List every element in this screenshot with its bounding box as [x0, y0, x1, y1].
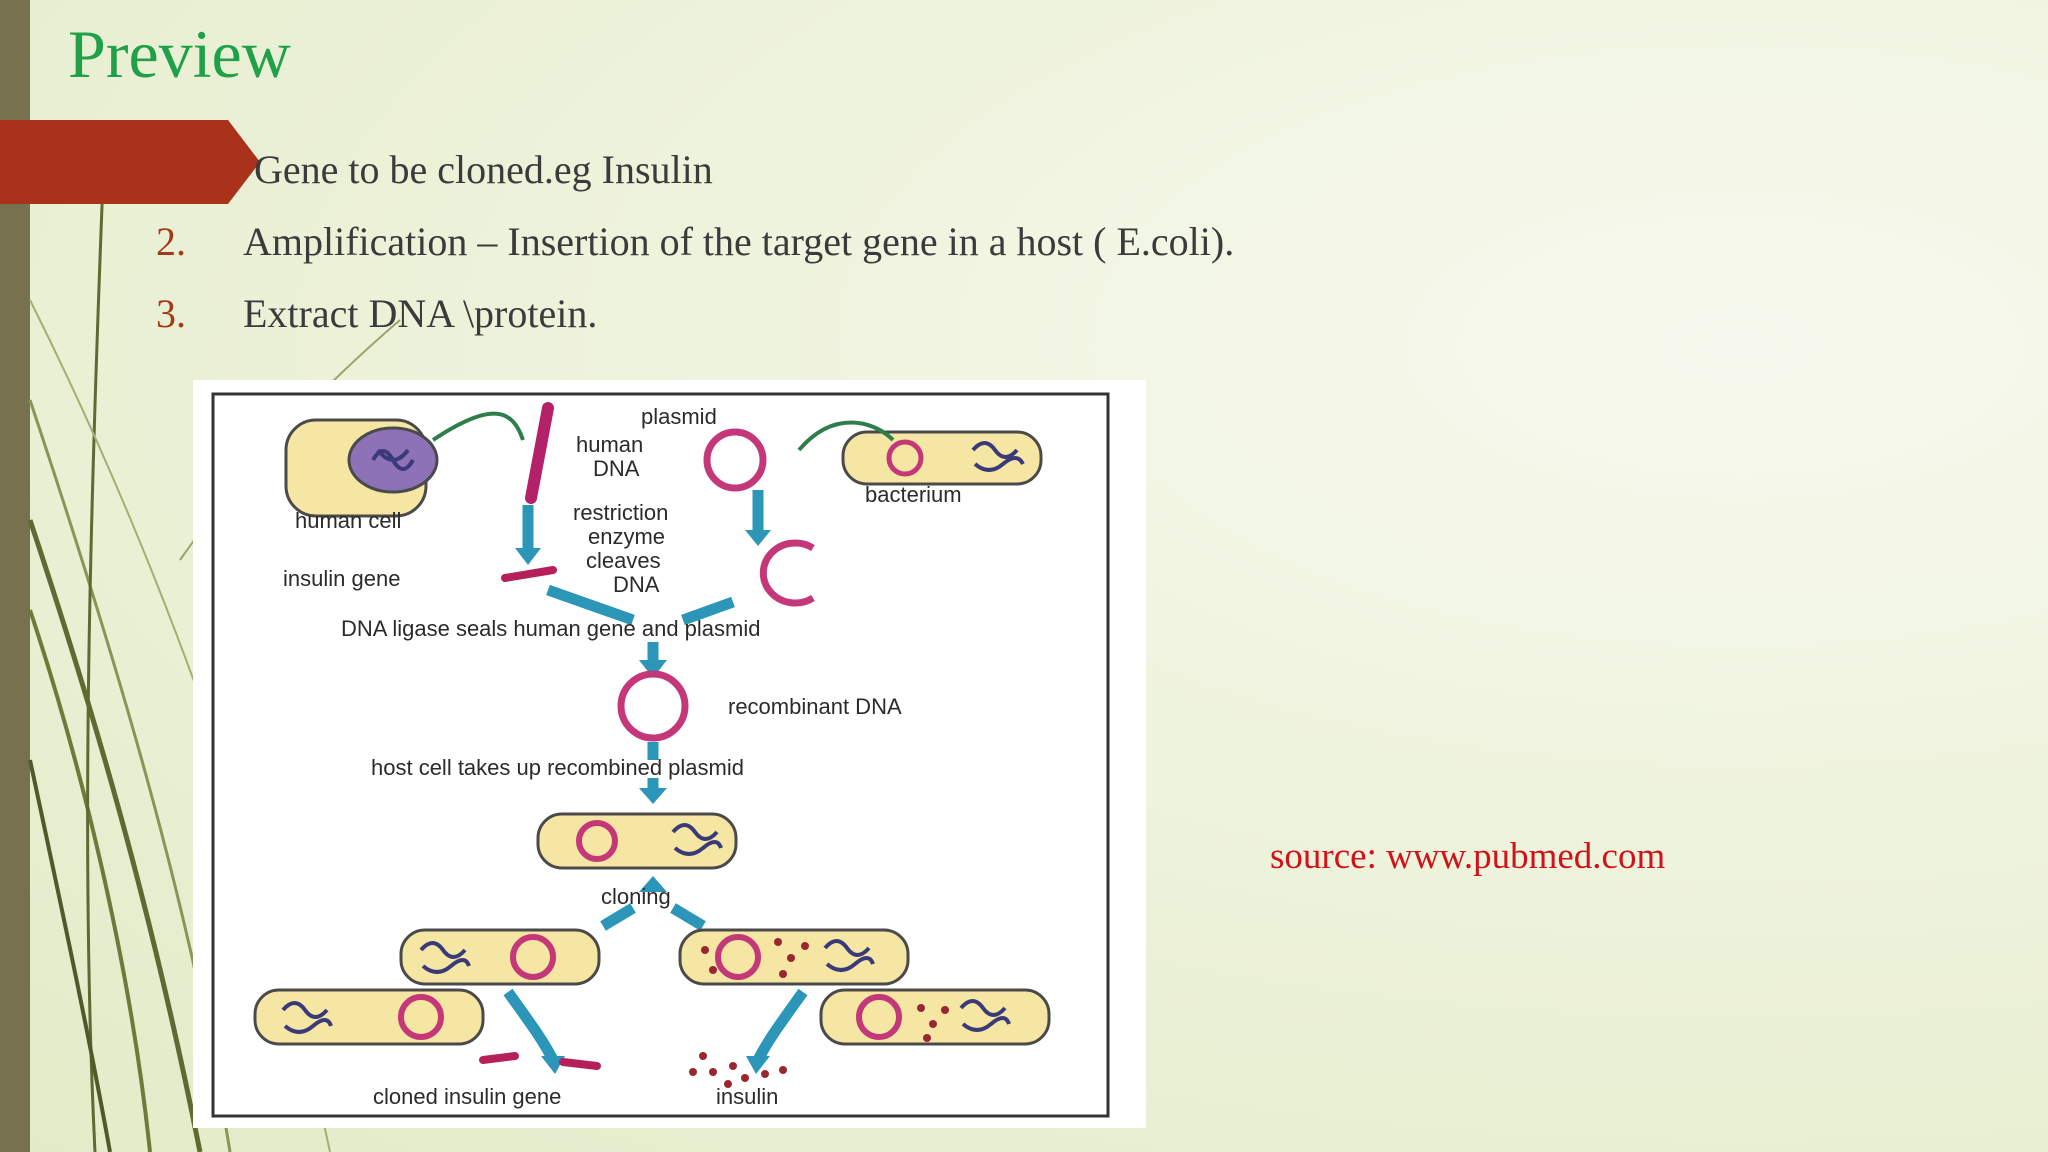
- list-item-2: Amplification – Insertion of the target …: [243, 219, 1235, 264]
- gene-cloning-diagram: human cell human DNA plasmid bacterium r…: [193, 380, 1146, 1128]
- ribbon-marker: [0, 120, 260, 204]
- label-ligase: DNA ligase seals human gene and plasmid: [341, 616, 760, 641]
- plasmid-ring: [703, 428, 767, 492]
- label-host: host cell takes up recombined plasmid: [371, 755, 744, 780]
- chromosome-shape: [525, 402, 554, 504]
- label-insulin: insulin: [716, 1084, 778, 1109]
- label-human-dna: DNA: [593, 456, 640, 481]
- cut-plasmid: [759, 539, 815, 607]
- arrow-human-dna: [431, 411, 525, 442]
- list-item-1: Gene to be cloned.eg Insulin: [254, 147, 713, 192]
- diagram-frame: [211, 392, 1110, 1118]
- list-item-3: Extract DNA \protein.: [243, 291, 598, 336]
- label-plasmid: plasmid: [641, 404, 717, 429]
- list-number-2: 2.: [156, 219, 186, 264]
- label-cloning: cloning: [601, 884, 671, 909]
- label-bacterium: bacterium: [865, 482, 962, 507]
- insulin-gene-fragment: [501, 566, 557, 582]
- label-recombinant: recombinant DNA: [728, 694, 902, 719]
- label-cleaves: cleaves: [586, 548, 661, 573]
- label-cloned-gene: cloned insulin gene: [373, 1084, 561, 1109]
- source-credit: source: www.pubmed.com: [1270, 836, 1666, 877]
- label-enzyme: enzyme: [588, 524, 665, 549]
- bacterium-dna-icon: [971, 441, 1025, 472]
- nucleus-dna-icon: [371, 448, 415, 471]
- host-cell-shape: [536, 812, 738, 870]
- label-human: human: [576, 432, 643, 457]
- recombinant-ring: [617, 670, 689, 742]
- list-number-3: 3.: [156, 291, 186, 336]
- label-human-cell: human cell: [295, 508, 401, 533]
- label-restriction: restriction: [573, 500, 668, 525]
- clone-cell-far-left: [253, 988, 485, 1046]
- label-cleaves-dna: DNA: [613, 572, 660, 597]
- host-dna-icon: [671, 823, 723, 856]
- label-insulin-gene: insulin gene: [283, 566, 400, 591]
- clone-cell-left: [399, 928, 601, 986]
- arrow-plasmid: [797, 420, 895, 452]
- slide-title: Preview: [68, 16, 291, 92]
- clone-cell-far-right: [819, 988, 1051, 1046]
